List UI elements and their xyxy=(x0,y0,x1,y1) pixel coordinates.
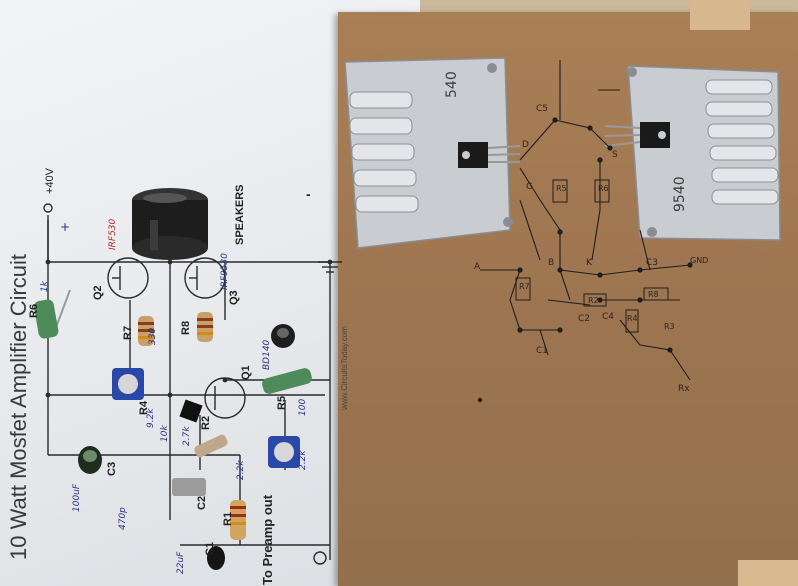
resistor-r8 xyxy=(197,312,213,342)
sketch-label-c1: C1 xyxy=(536,346,549,356)
note-100uf: 100uF xyxy=(72,483,82,512)
resistor-r2 xyxy=(194,434,228,458)
sketch-label-c3: C3 xyxy=(646,258,659,268)
wood-surface xyxy=(690,0,750,30)
label-c2: C2 xyxy=(196,495,208,510)
sketch-label-rx: Rx xyxy=(678,384,690,394)
sketch-label-r6: R6 xyxy=(598,184,609,193)
heatsink-right xyxy=(604,65,781,241)
mosfet-q2-symbol xyxy=(107,257,149,299)
sketch-label-r7: R7 xyxy=(519,282,530,291)
sketch-label-c5: C5 xyxy=(536,104,549,114)
label-r6: R6 xyxy=(28,303,40,318)
note-330-a: 330 xyxy=(148,327,158,345)
sketch-label-r2: R2 xyxy=(588,296,599,305)
label-q1: Q1 xyxy=(240,365,252,380)
sketch-label-g: G xyxy=(526,182,533,192)
capacitor-c1 xyxy=(207,546,225,570)
ground-symbol xyxy=(318,261,342,273)
heatsink-label-9540: 9540 xyxy=(672,176,688,212)
label-c1: C1 xyxy=(204,541,216,556)
output-terminal xyxy=(313,551,327,565)
note-10k: 10k xyxy=(160,425,170,442)
capacitor-c2 xyxy=(172,478,206,496)
website-label: www.CircuitsToday.com xyxy=(340,326,349,410)
sketch-label-r8: R8 xyxy=(648,290,659,299)
note-plus: + xyxy=(60,220,71,234)
gnd-sign: - xyxy=(306,186,311,202)
note-irf9530: IRF9530 xyxy=(220,253,230,290)
trimmer-pot-right xyxy=(268,436,300,468)
resistor-r7 xyxy=(138,316,154,346)
label-r7: R7 xyxy=(122,325,134,340)
transistor-q1-body xyxy=(179,399,203,423)
resistor-green-q1 xyxy=(262,368,312,394)
sketch-label-gnd: GND xyxy=(690,256,709,265)
sketch-label-r3: R3 xyxy=(664,322,675,331)
sketch-label-a: A xyxy=(474,262,481,272)
label-r8: R8 xyxy=(180,320,192,335)
wood-surface-corner xyxy=(738,560,798,586)
sketch-label-r4: R4 xyxy=(627,314,638,323)
note-470p: 470p xyxy=(118,507,128,530)
note-9-2k: 9.2k xyxy=(146,408,156,428)
supply-label: +40V xyxy=(44,168,56,194)
sketch-label-r5: R5 xyxy=(556,184,567,193)
label-r2: R2 xyxy=(200,415,212,430)
note-irf530: IRF530 xyxy=(108,218,118,250)
electrolytic-capacitor-large xyxy=(132,188,208,260)
label-r1: R1 xyxy=(222,511,234,526)
board-sketch-pads xyxy=(477,117,693,403)
sketch-label-d: D xyxy=(522,140,529,150)
supply-terminal xyxy=(43,203,53,213)
label-r5: R5 xyxy=(276,395,288,410)
heatsink-label-540: 540 xyxy=(444,71,460,98)
mosfet-q3-symbol xyxy=(184,257,226,299)
note-bd140: BD140 xyxy=(262,339,272,370)
sketch-label-c2: C2 xyxy=(578,314,591,324)
label-q3: Q3 xyxy=(228,290,240,305)
to-preamp-label: To Preamp out xyxy=(260,494,275,585)
note-2-2k-b: 2.2k xyxy=(236,460,246,480)
heatsink-left xyxy=(344,57,521,249)
note-100: 100 xyxy=(298,398,308,416)
note-1k: 1k xyxy=(40,281,50,292)
sketch-label-b: B xyxy=(548,258,555,268)
note-2-2k-a: 2.2k xyxy=(298,450,308,470)
transistor-q1-symbol xyxy=(204,377,246,419)
small-capacitor-left xyxy=(78,446,102,474)
schematic-title: 10 Watt Mosfet Amplifier Circuit xyxy=(6,253,31,560)
label-q2: Q2 xyxy=(92,285,104,300)
note-22uf: 22uF xyxy=(176,551,186,574)
schematic-junctions xyxy=(45,259,333,398)
small-capacitor-top xyxy=(271,324,295,348)
resistor-r6 xyxy=(33,289,71,339)
label-c3: C3 xyxy=(106,461,118,476)
sketch-label-c4: C4 xyxy=(602,312,615,322)
board-sketch-resistors xyxy=(515,179,669,333)
resistor-r1 xyxy=(230,500,246,540)
sketch-label-k: K xyxy=(586,258,592,268)
speakers-label: SPEAKERS xyxy=(234,184,246,245)
sketch-label-s: S xyxy=(612,150,618,160)
note-2-7k: 2.7k xyxy=(182,426,192,446)
trimmer-pot-left xyxy=(112,368,144,400)
